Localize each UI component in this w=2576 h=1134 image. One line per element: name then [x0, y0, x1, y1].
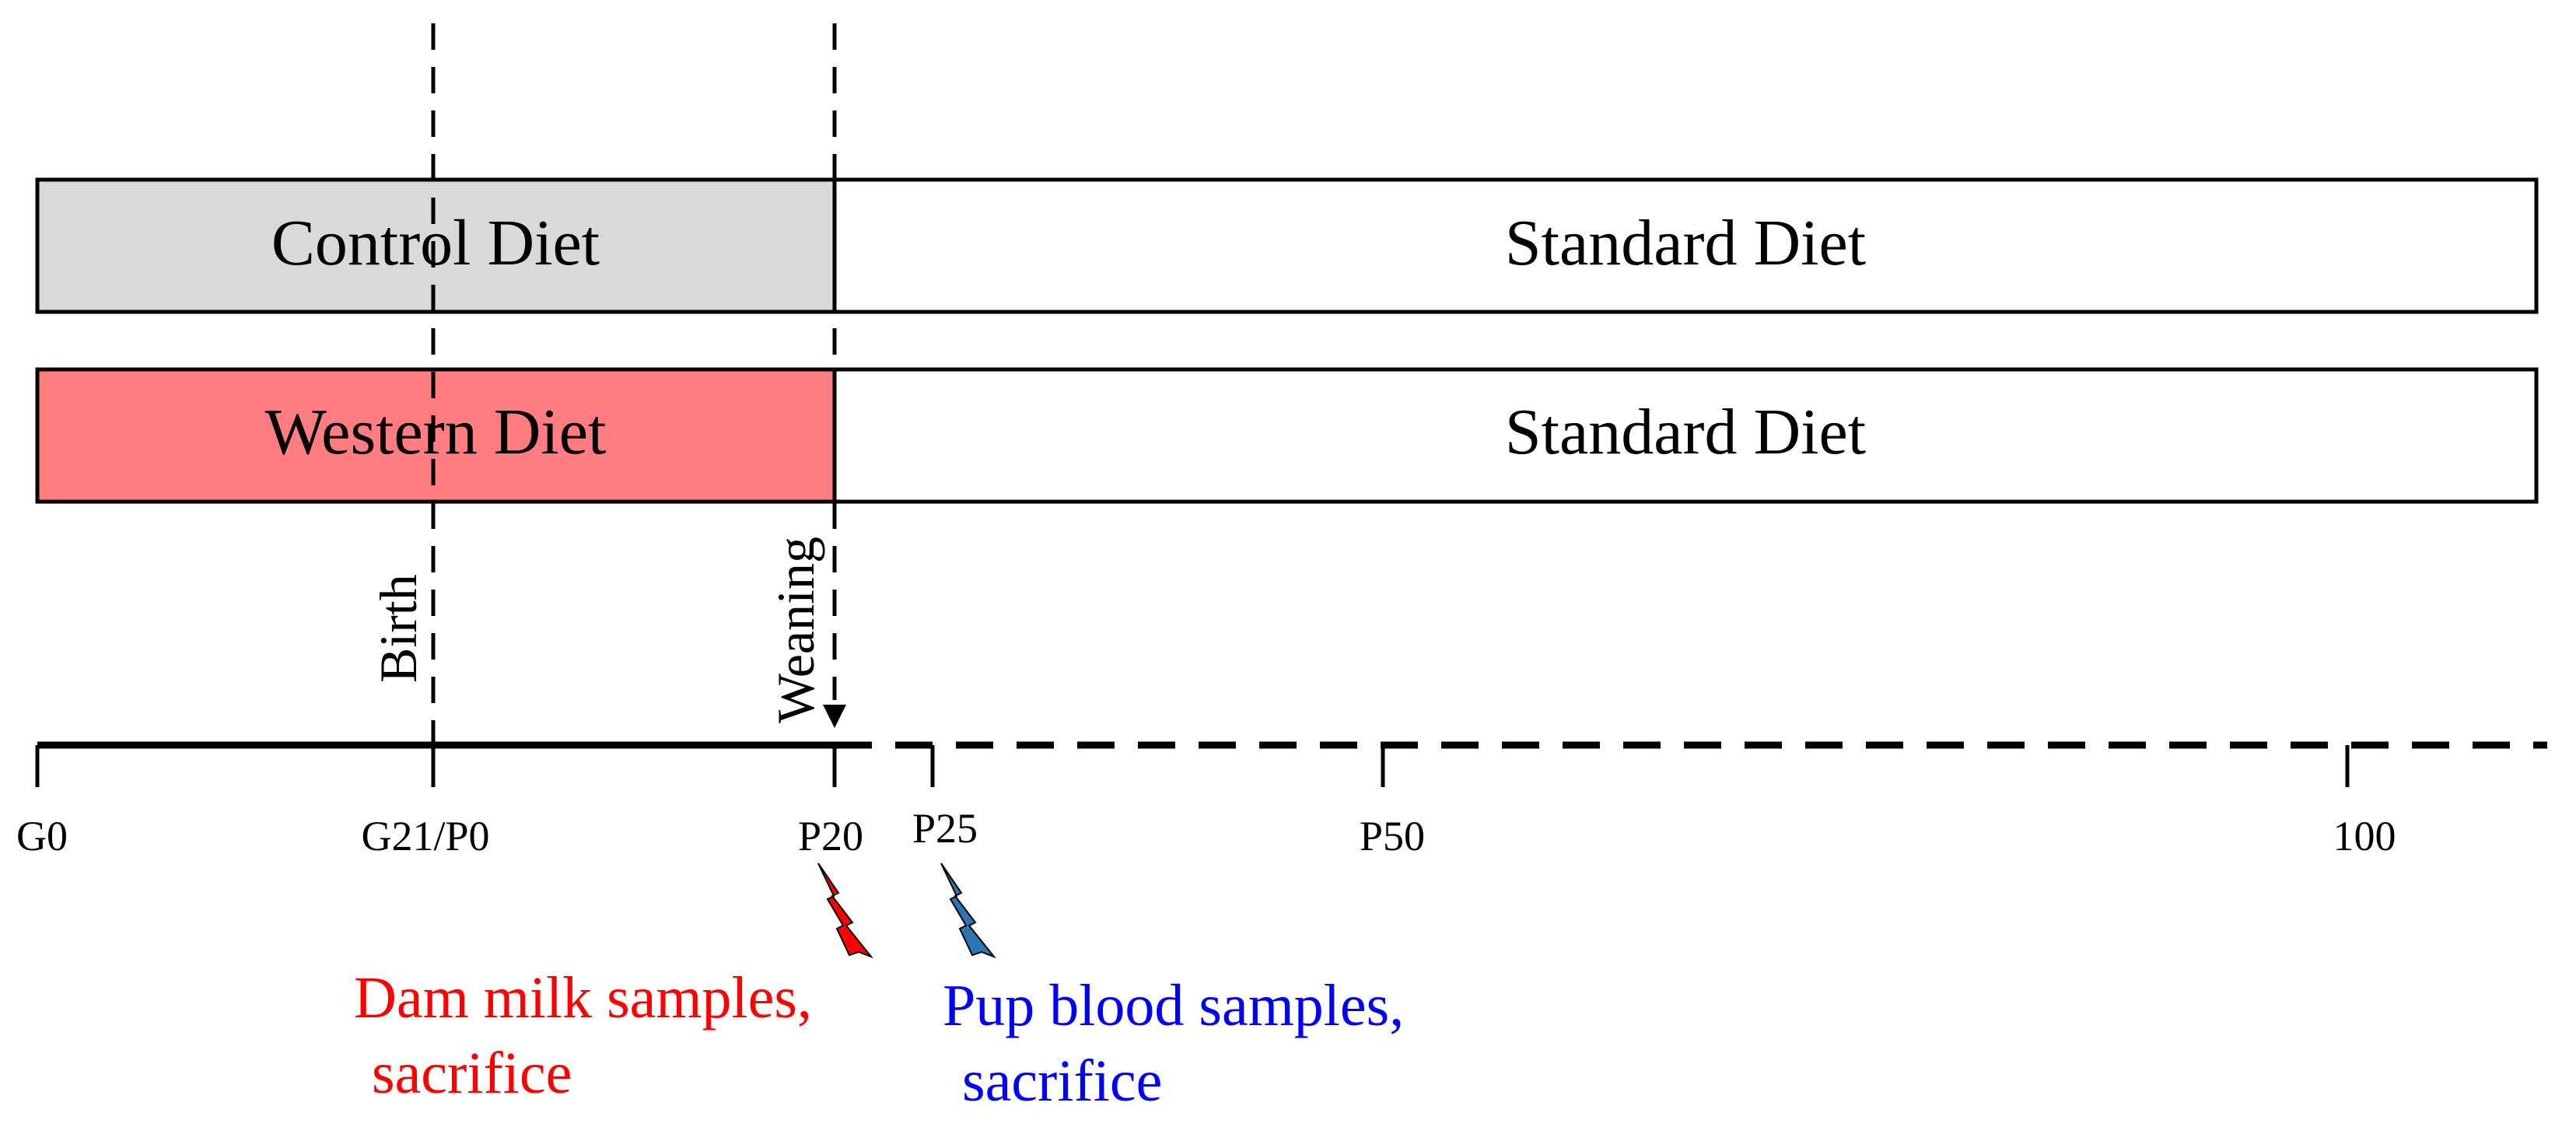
standard-diet-bar-2	[832, 367, 2539, 504]
standard-diet-bar-1	[832, 177, 2539, 314]
weaning-label: Weaning	[766, 537, 825, 723]
tick-label-p20: P20	[798, 813, 863, 859]
tick-label-100: 100	[2333, 813, 2396, 859]
birth-label: Birth	[369, 574, 428, 683]
control-diet-label: Control Diet	[271, 207, 600, 279]
weaning-arrow-icon	[823, 705, 846, 728]
control-diet-bar	[35, 177, 837, 314]
tick-label-g0: G0	[16, 813, 68, 859]
western-diet-bar	[35, 367, 837, 504]
diet-group-control: Control Diet Standard Diet	[35, 177, 2539, 314]
blood-sample-label-line2: sacrifice	[962, 1048, 1162, 1114]
milk-sample-bolt-icon	[817, 863, 874, 959]
standard-diet-label-1: Standard Diet	[1505, 207, 1866, 279]
blood-sample-bolt-icon	[940, 863, 997, 959]
milk-sample-label-line1: Dam milk samples,	[354, 965, 812, 1031]
milk-sample-label-line2: sacrifice	[372, 1041, 572, 1106]
blood-sample-label-line1: Pup blood samples,	[943, 973, 1404, 1038]
standard-diet-label-2: Standard Diet	[1505, 396, 1866, 468]
tick-label-p50: P50	[1360, 813, 1425, 859]
western-diet-label: Western Diet	[265, 396, 607, 468]
tick-label-g21-p0: G21/P0	[361, 813, 489, 859]
diet-group-western: Western Diet Standard Diet	[35, 367, 2539, 504]
tick-label-p25: P25	[912, 805, 978, 852]
